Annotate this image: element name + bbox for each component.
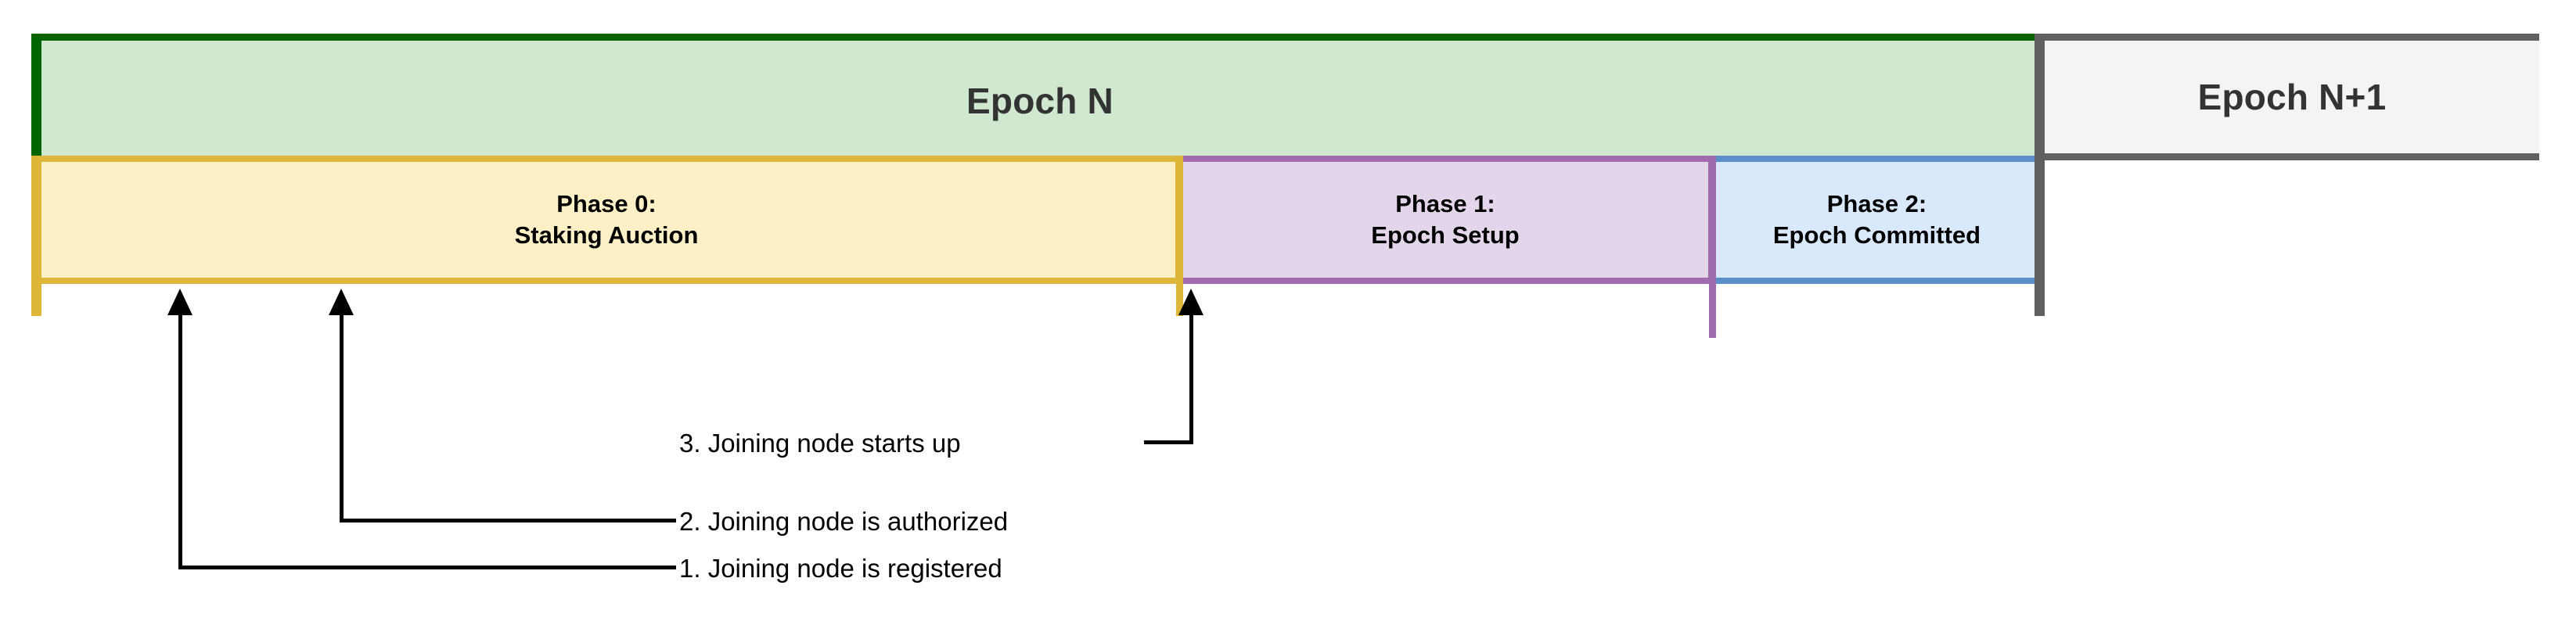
annotation-1-leader-vertical <box>178 313 182 569</box>
annotation-3-arrowhead <box>1178 289 1203 315</box>
epoch-n-box: Epoch N <box>31 34 2038 160</box>
phase-1-end-marker <box>1709 156 1716 338</box>
annotation-1-leader-horizontal <box>178 566 676 569</box>
phase-0-end-marker <box>1176 156 1183 316</box>
phase-1-title: Phase 1: <box>1395 190 1495 218</box>
phase-0-subtitle: Staking Auction <box>514 221 699 249</box>
epoch-start-marker <box>31 156 41 316</box>
phase-1-box: Phase 1: Epoch Setup <box>1176 156 1714 284</box>
epoch-n-plus-1-label: Epoch N+1 <box>2197 77 2387 117</box>
annotation-2-arrowhead <box>329 289 354 315</box>
annotation-3-leader-horizontal <box>1144 440 1192 444</box>
annotation-1-arrowhead <box>167 289 192 315</box>
phase-1-subtitle: Epoch Setup <box>1371 221 1520 249</box>
phase-2-subtitle: Epoch Committed <box>1772 221 1981 249</box>
annotation-1-label: 1. Joining node is registered <box>679 554 1002 583</box>
epoch-n-label: Epoch N <box>966 80 1114 121</box>
annotation-2-label: 2. Joining node is authorized <box>679 507 1009 536</box>
phase-2-title: Phase 2: <box>1826 190 1927 218</box>
epoch-n-plus-1-box: Epoch N+1 <box>2035 34 2539 160</box>
annotation-2-leader-vertical <box>340 313 344 522</box>
phase-0-box: Phase 0: Staking Auction <box>31 156 1182 284</box>
annotation-3-label: 3. Joining node starts up <box>679 429 961 458</box>
phase-2-box: Phase 2: Epoch Committed <box>1709 156 2045 284</box>
annotation-2-leader-horizontal <box>340 519 676 522</box>
epoch-boundary-marker <box>2035 34 2045 316</box>
phase-0-title: Phase 0: <box>556 190 657 218</box>
annotation-3-leader-vertical <box>1189 313 1193 444</box>
